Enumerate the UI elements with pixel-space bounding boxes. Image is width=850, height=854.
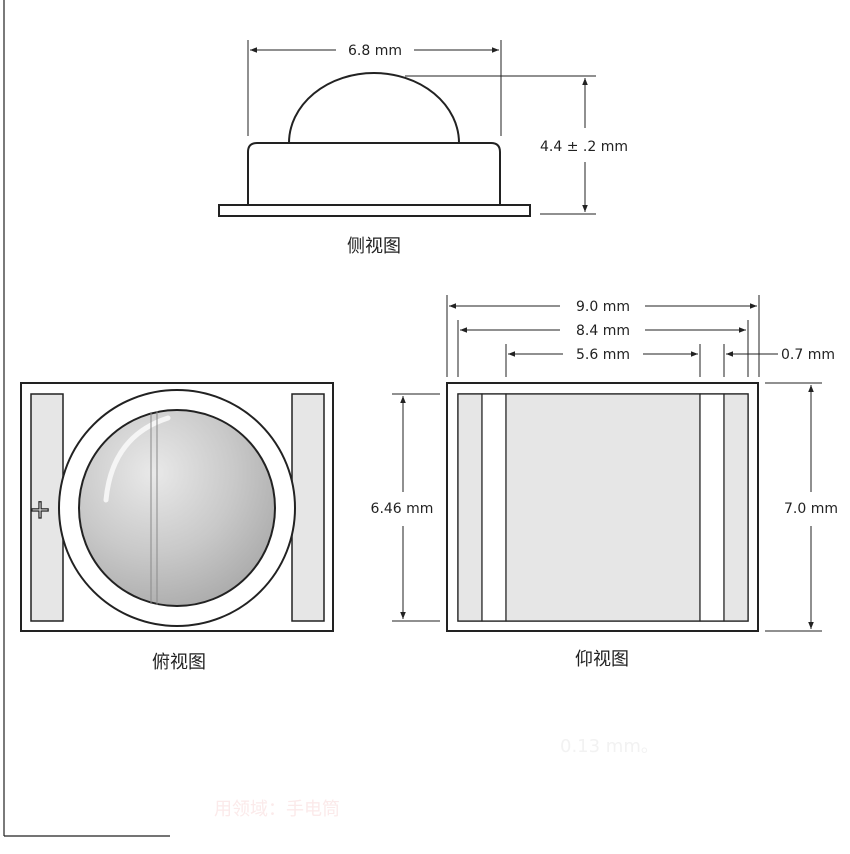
bottom-width-56mm-label: 5.6 mm bbox=[576, 347, 630, 363]
side-view-dome bbox=[287, 72, 461, 144]
bottom-width-84mm-label: 8.4 mm bbox=[576, 323, 630, 339]
polarity-plus-icon: + bbox=[29, 495, 51, 525]
side-view-base bbox=[218, 204, 531, 217]
bottom-view-caption: 仰视图 bbox=[575, 649, 629, 670]
bottom-pad-right-outer bbox=[723, 393, 749, 622]
side-view-body bbox=[247, 142, 501, 205]
top-view-pad-right bbox=[291, 393, 325, 622]
top-view: + 俯视图 bbox=[20, 382, 334, 673]
top-view-caption: 俯视图 bbox=[152, 652, 206, 673]
faded-text-line1: 0.13 mm。 bbox=[560, 736, 659, 757]
faded-text-line2: 用领域：手电筒 bbox=[214, 799, 340, 820]
bottom-height-7mm-label: 7.0 mm bbox=[784, 501, 838, 517]
bottom-height-646mm-label: 6.46 mm bbox=[371, 501, 434, 517]
side-height-label: 4.4 ± .2 mm bbox=[540, 139, 628, 155]
side-view-caption: 侧视图 bbox=[347, 236, 401, 257]
bottom-view: 9.0 mm 8.4 mm 5.6 mm 0.7 mm 6.46 mm 7.0 … bbox=[371, 295, 838, 670]
side-width-label: 6.8 mm bbox=[348, 43, 402, 59]
bottom-thermal-pad bbox=[505, 393, 701, 622]
bottom-pad-left-outer bbox=[457, 393, 483, 622]
top-view-pad-left bbox=[30, 393, 64, 622]
bottom-pad-07mm-label: 0.7 mm bbox=[781, 347, 835, 363]
top-view-lens bbox=[78, 409, 276, 607]
side-view: 6.8 mm 4.4 ± .2 mm 侧视图 bbox=[218, 40, 628, 257]
bottom-width-9mm-label: 9.0 mm bbox=[576, 299, 630, 315]
bottom-pad-right-inner bbox=[699, 393, 725, 622]
bottom-pad-left-inner bbox=[481, 393, 507, 622]
